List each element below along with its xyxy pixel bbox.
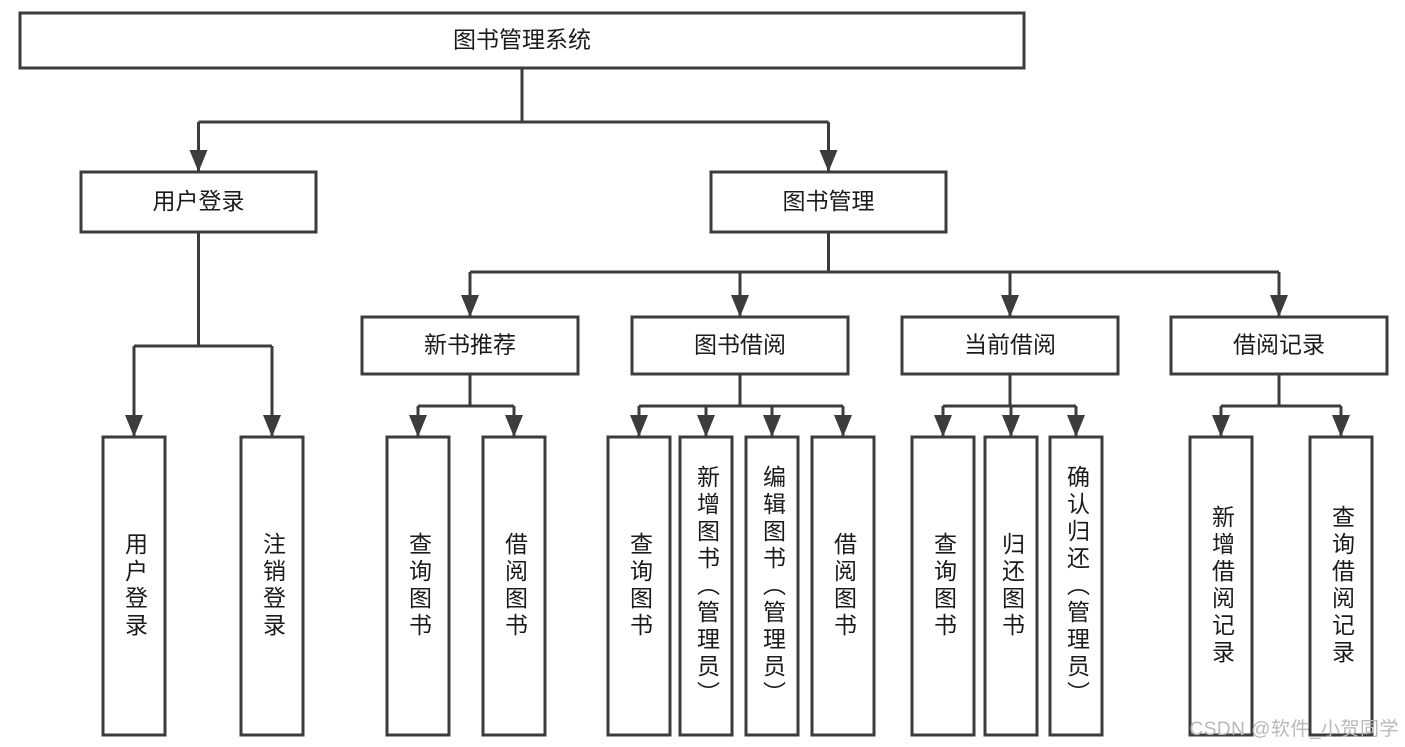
node-box-root[interactable]: [18, 11, 1026, 70]
arrow-head-icon: [763, 415, 781, 437]
node-box-leaf-current-query-book[interactable]: [910, 435, 976, 737]
arrow-head-icon: [819, 150, 838, 172]
node-label-root: 图书管理系统: [453, 27, 591, 53]
arrow-head-icon: [461, 295, 479, 317]
node-label-book-manage: 图书管理: [783, 188, 875, 214]
watermark-text: CSDN @软件_小贺同学: [1189, 719, 1399, 740]
arrow-head-icon: [125, 415, 143, 437]
node-label-current-borrow: 当前借阅: [964, 332, 1056, 358]
node-box-leaf-rec-borrow-book[interactable]: [481, 435, 547, 737]
arrow-head-icon: [697, 415, 715, 437]
node-box-leaf-borrow-borrow-book[interactable]: [810, 435, 876, 737]
node-box-leaf-record-add[interactable]: [1188, 435, 1254, 737]
node-box-new-book-recommend[interactable]: [360, 315, 580, 376]
arrow-head-icon: [263, 415, 281, 437]
node-box-borrow-record[interactable]: [1169, 315, 1389, 376]
node-box-leaf-user-logout[interactable]: [239, 435, 305, 737]
node-label-user-login: 用户登录: [153, 188, 245, 214]
arrow-head-icon: [630, 415, 648, 437]
node-label-new-book-recommend: 新书推荐: [424, 332, 516, 358]
node-box-current-borrow[interactable]: [900, 315, 1120, 376]
node-box-leaf-rec-query-book[interactable]: [385, 435, 451, 737]
node-box-book-borrow[interactable]: [630, 315, 850, 376]
node-box-leaf-record-query[interactable]: [1308, 435, 1374, 737]
arrow-head-icon: [1002, 415, 1020, 437]
node-box-book-manage[interactable]: [709, 170, 948, 234]
arrow-head-icon: [1212, 415, 1230, 437]
arrow-head-icon: [1067, 415, 1085, 437]
node-box-leaf-borrow-edit-book[interactable]: [744, 435, 800, 737]
node-box-leaf-current-return-book[interactable]: [983, 435, 1039, 737]
node-box-leaf-user-login[interactable]: [101, 435, 167, 737]
arrow-head-icon: [189, 150, 208, 172]
boxes-layer: [18, 11, 1389, 737]
node-box-leaf-borrow-query-book[interactable]: [606, 435, 672, 737]
arrow-head-icon: [1001, 295, 1019, 317]
arrow-head-icon: [731, 295, 749, 317]
node-box-leaf-borrow-add-book[interactable]: [678, 435, 734, 737]
arrow-head-icon: [834, 415, 852, 437]
node-label-borrow-record: 借阅记录: [1233, 332, 1325, 358]
node-box-user-login[interactable]: [79, 170, 318, 234]
connectors-layer: [125, 68, 1350, 437]
arrow-head-icon: [409, 415, 427, 437]
node-box-leaf-current-confirm-return[interactable]: [1048, 435, 1104, 737]
node-label-book-borrow: 图书借阅: [694, 332, 786, 358]
arrow-head-icon: [934, 415, 952, 437]
arrow-head-icon: [505, 415, 523, 437]
arrow-head-icon: [1270, 295, 1288, 317]
arrow-head-icon: [1332, 415, 1350, 437]
